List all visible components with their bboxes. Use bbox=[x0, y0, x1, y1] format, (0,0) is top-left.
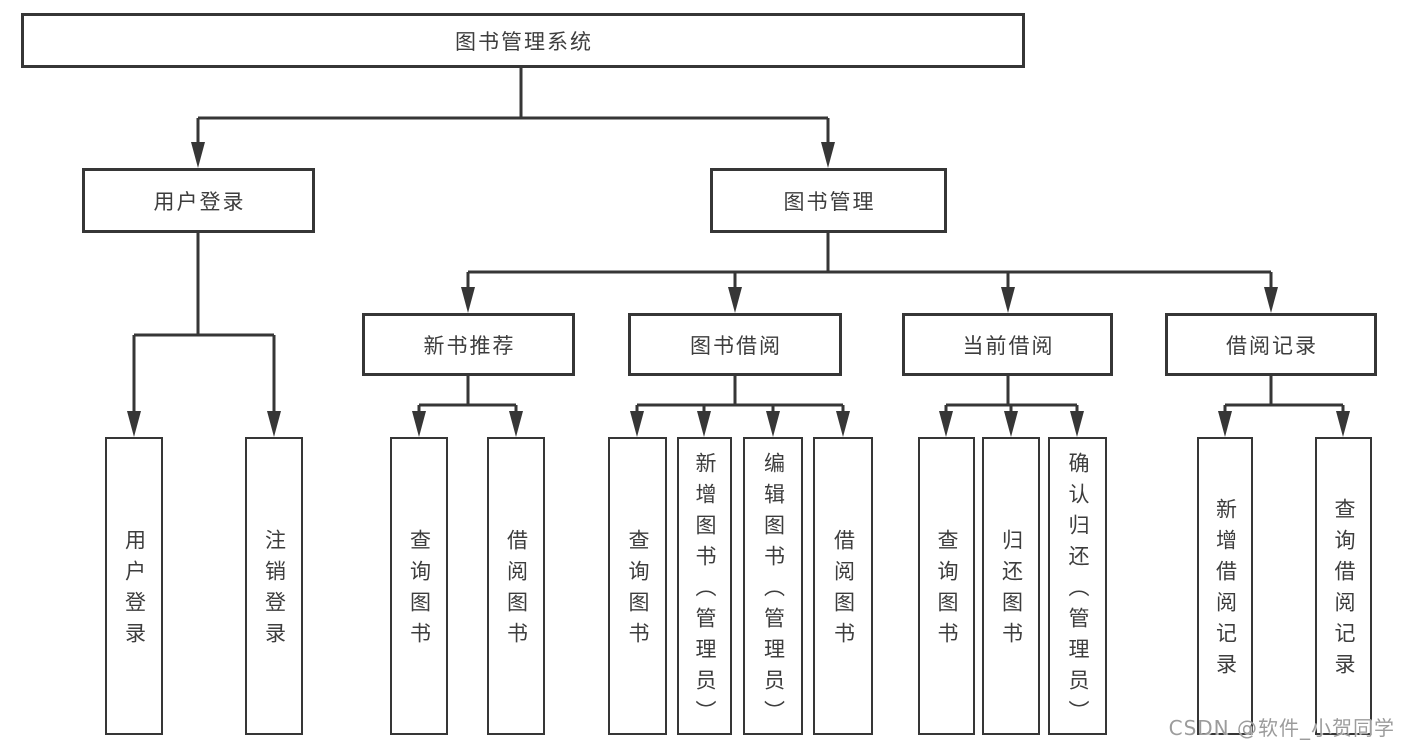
leaf-label: 查询图书 bbox=[935, 529, 959, 653]
leaf-borrow-books-borrowing: 借阅图书 bbox=[813, 437, 873, 735]
leaf-label: 查询借阅记录 bbox=[1332, 498, 1356, 684]
node-current-borrowing: 当前借阅 bbox=[902, 313, 1113, 376]
leaf-query-borrow-record: 查询借阅记录 bbox=[1315, 437, 1372, 735]
node-new-book-recommendation: 新书推荐 bbox=[362, 313, 575, 376]
node-borrowing-records: 借阅记录 bbox=[1165, 313, 1377, 376]
leaf-label: 借阅图书 bbox=[831, 529, 856, 653]
node-label: 新书推荐 bbox=[423, 333, 516, 358]
csdn-watermark: CSDN @软件_小贺同学 bbox=[1168, 716, 1395, 740]
node-label: 用户登录 bbox=[153, 189, 246, 214]
leaf-add-borrow-record: 新增借阅记录 bbox=[1197, 437, 1253, 735]
leaf-label: 确认归还（管理员） bbox=[1066, 451, 1090, 731]
node-label: 图书管理 bbox=[783, 189, 876, 214]
leaf-query-books-borrowing: 查询图书 bbox=[608, 437, 667, 735]
leaf-label: 注销登录 bbox=[262, 529, 287, 653]
leaf-label: 新增图书（管理员） bbox=[693, 451, 717, 731]
leaf-label: 新增借阅记录 bbox=[1213, 498, 1238, 684]
leaf-return-books: 归还图书 bbox=[982, 437, 1040, 735]
leaf-label: 借阅图书 bbox=[504, 529, 529, 653]
node-label: 图书借阅 bbox=[690, 333, 782, 358]
leaf-label: 编辑图书（管理员） bbox=[761, 451, 786, 731]
leaf-label: 归还图书 bbox=[999, 529, 1024, 653]
leaf-query-books-current: 查询图书 bbox=[918, 437, 975, 735]
leaf-confirm-return-admin: 确认归还（管理员） bbox=[1048, 437, 1107, 735]
node-user-login: 用户登录 bbox=[82, 168, 315, 233]
leaf-logout: 注销登录 bbox=[245, 437, 303, 735]
node-label: 借阅记录 bbox=[1226, 333, 1318, 358]
leaf-add-book-admin: 新增图书（管理员） bbox=[677, 437, 732, 735]
node-label: 当前借阅 bbox=[962, 333, 1055, 358]
node-book-borrowing: 图书借阅 bbox=[628, 313, 842, 376]
node-label: 图书管理系统 bbox=[455, 29, 593, 54]
leaf-edit-book-admin: 编辑图书（管理员） bbox=[743, 437, 803, 735]
leaf-label: 查询图书 bbox=[407, 529, 432, 653]
leaf-borrow-books-recommend: 借阅图书 bbox=[487, 437, 545, 735]
node-book-management: 图书管理 bbox=[710, 168, 947, 233]
node-book-management-system: 图书管理系统 bbox=[21, 13, 1025, 68]
leaf-label: 用户登录 bbox=[122, 529, 147, 653]
leaf-label: 查询图书 bbox=[626, 529, 650, 653]
leaf-query-books-recommend: 查询图书 bbox=[390, 437, 448, 735]
leaf-user-login: 用户登录 bbox=[105, 437, 163, 735]
